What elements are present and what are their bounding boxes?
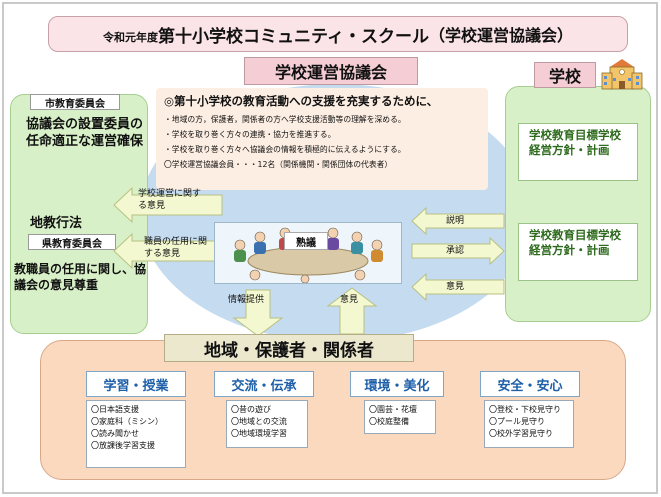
list-item: 〇地域との交流 xyxy=(231,417,287,426)
page-title: 令和元年度 第十小学校コミュニティ・スクール （学校運営協議会） xyxy=(48,16,628,52)
council-line: 〇学校運営協議会員・・・12名（関係機関・関係団体の代表者） xyxy=(164,160,393,169)
school-panel xyxy=(505,86,651,322)
opinion-right-label: 意見 xyxy=(446,282,465,292)
council-line: ・学校を取り巻く方々へ協議会の情報を積極的に伝えるようにする。 xyxy=(164,145,406,154)
category-environment: 環境・美化 xyxy=(350,371,444,397)
opinion-up-label: 意見 xyxy=(340,295,359,305)
deliberation-label: 熟議 xyxy=(284,232,328,250)
school-goal-box-2: 学校教育目標学校経営方針・計画 xyxy=(518,223,638,281)
school-label: 学校 xyxy=(534,62,596,88)
category-safety: 安全・安心 xyxy=(480,371,580,397)
category-exchange: 交流・伝承 xyxy=(214,371,314,397)
list-item: 〇地域環境学習 xyxy=(231,429,287,438)
list-item: 〇読み聞かせ xyxy=(91,429,139,438)
opinion-management-label: 学校運営に関する意見 xyxy=(138,189,202,211)
pref-board-label: 県教育委員会 xyxy=(28,234,116,250)
title-paren: （学校運営協議会） xyxy=(428,26,573,45)
council-heading: ◎第十小学校の教育活動への支援を充実するために、 xyxy=(164,94,439,108)
meeting-people-icon xyxy=(234,227,383,284)
school-goal-box-1: 学校教育目標学校経営方針・計画 xyxy=(518,123,638,181)
category-learning-list: 〇日本語支援 〇家庭科（ミシン） 〇読み聞かせ 〇放課後学習支援 xyxy=(86,400,186,468)
local-admin-law: 地教行法 xyxy=(30,216,83,231)
arrow-info-down xyxy=(232,289,284,337)
council-line: ・学校を取り巻く方々の連携・協力を推進する。 xyxy=(164,130,336,139)
title-prefix: 令和元年度 xyxy=(103,31,158,44)
arrow-approve xyxy=(411,236,505,266)
list-item: 〇家庭科（ミシン） xyxy=(91,417,163,426)
arrow-explain xyxy=(411,206,505,236)
list-item: 〇登校・下校見守り xyxy=(489,405,561,414)
city-board-label: 市教育委員会 xyxy=(30,94,120,110)
council-line: ・地域の方，保護者，関係者の方へ学校支援活動等の理解を深める。 xyxy=(164,115,406,124)
community-label: 地域・保護者・関係者 xyxy=(164,334,414,362)
council-purpose-box: ◎第十小学校の教育活動への支援を充実するために、 ・地域の方，保護者，関係者の方… xyxy=(156,88,488,190)
category-environment-list: 〇園芸・花壇 〇校庭整備 xyxy=(364,400,436,434)
approve-label: 承認 xyxy=(446,246,465,256)
explain-label: 説明 xyxy=(446,216,465,226)
list-item: 〇プール見守り xyxy=(489,417,545,426)
category-safety-list: 〇登校・下校見守り 〇プール見守り 〇校外学習見守り xyxy=(484,400,574,448)
title-main: 第十小学校コミュニティ・スクール xyxy=(158,26,429,47)
category-exchange-list: 〇昔の遊び 〇地域との交流 〇地域環境学習 xyxy=(226,400,308,448)
list-item: 〇校外学習見守り xyxy=(489,429,553,438)
city-board-role: 協議会の設置委員の任命適正な運営確保 xyxy=(26,117,144,149)
category-learning: 学習・授業 xyxy=(86,371,186,397)
opinion-staff-label: 職員の任用に関する意見 xyxy=(144,237,208,259)
info-provide-label: 情報提供 xyxy=(228,295,265,305)
council-label: 学校運営協議会 xyxy=(244,57,418,85)
list-item: 〇放課後学習支援 xyxy=(91,441,155,450)
list-item: 〇昔の遊び xyxy=(231,405,271,414)
arrow-opinion-right xyxy=(411,272,505,302)
school-building-icon xyxy=(601,59,643,90)
list-item: 〇校庭整備 xyxy=(369,417,409,426)
arrow-to-city-board xyxy=(113,186,223,224)
list-item: 〇園芸・花壇 xyxy=(369,405,417,414)
list-item: 〇日本語支援 xyxy=(91,405,139,414)
pref-board-role: 教職員の任用に関し、協議会の意見尊重 xyxy=(14,262,147,292)
